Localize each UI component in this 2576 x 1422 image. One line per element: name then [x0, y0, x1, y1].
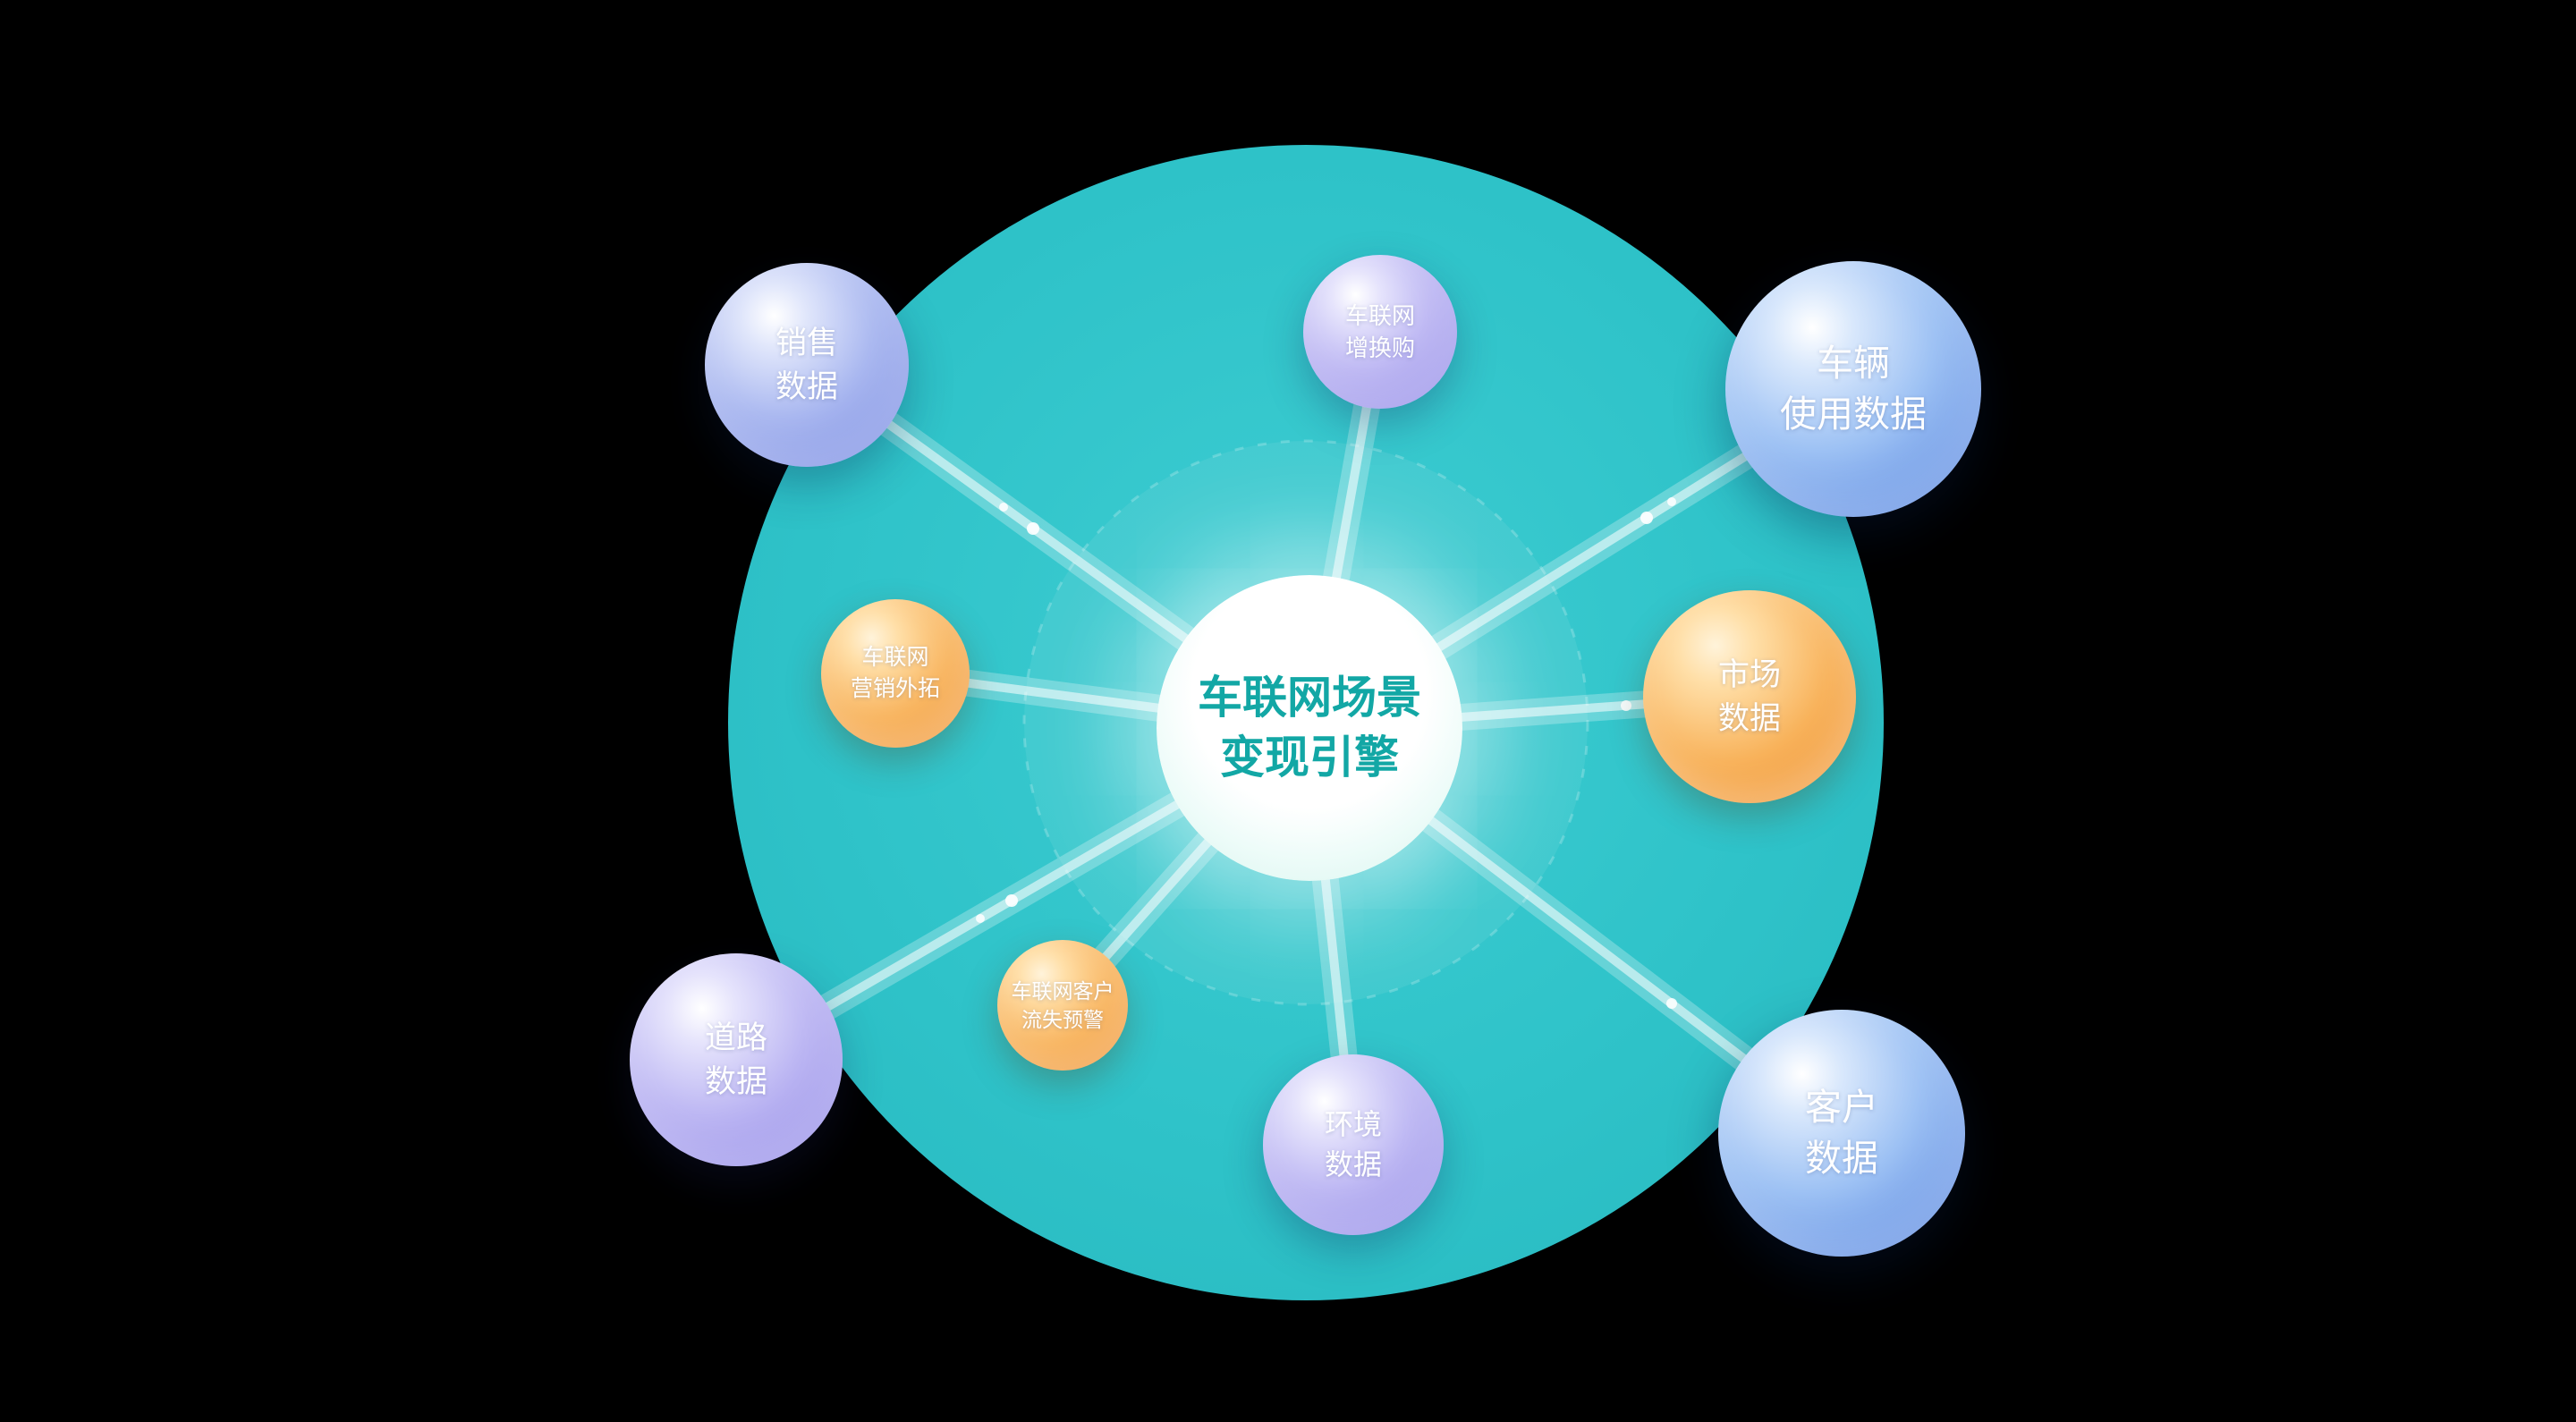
node-sales-data: 销售 数据 — [705, 263, 909, 467]
node-label-line: 增换购 — [1344, 334, 1415, 361]
node-label-line: 客户 — [1805, 1086, 1878, 1128]
node-label-line: 数据 — [1324, 1148, 1382, 1181]
node-label-line: 使用数据 — [1780, 394, 1927, 435]
node-label-line: 销售 — [775, 326, 838, 360]
node-road-data: 道路 数据 — [630, 953, 843, 1166]
sparkle-dot — [976, 914, 985, 923]
sparkle-dot — [999, 503, 1008, 512]
sparkle-dot — [1027, 522, 1039, 535]
sparkle-dot — [1621, 700, 1631, 711]
node-label-line: 数据 — [704, 1064, 767, 1099]
sparkle-dot — [1666, 998, 1677, 1009]
center-hub: 车联网场景 变现引擎 — [1157, 575, 1462, 881]
center-title-line: 车联网场景 — [1198, 672, 1421, 723]
node-label-line: 车辆 — [1817, 342, 1890, 384]
node-market-data: 市场 数据 — [1643, 590, 1856, 803]
node-label-line: 营销外拓 — [850, 676, 940, 701]
node-label-line: 数据 — [775, 369, 838, 404]
node-label-line: 数据 — [1717, 701, 1781, 736]
node-customer-data: 客户 数据 — [1718, 1010, 1965, 1257]
sparkle-dot — [1667, 497, 1676, 506]
center-title-line: 变现引擎 — [1220, 732, 1399, 783]
node-label-line: 流失预警 — [1021, 1008, 1104, 1031]
node-label-line: 环境 — [1324, 1108, 1382, 1141]
node-environment-data: 环境 数据 — [1263, 1054, 1444, 1235]
sparkle-dot — [1005, 894, 1018, 907]
node-label-line: 道路 — [704, 1020, 767, 1055]
node-iov-marketing: 车联网 营销外拓 — [821, 599, 970, 748]
node-vehicle-usage-data: 车辆 使用数据 — [1725, 261, 1981, 517]
node-label-line: 车联网 — [861, 645, 929, 670]
sparkle-dot — [1640, 512, 1653, 524]
node-label-line: 数据 — [1805, 1138, 1878, 1179]
node-label-line: 车联网 — [1344, 301, 1415, 329]
node-label-line: 车联网客户 — [1011, 978, 1114, 1003]
node-label-line: 市场 — [1717, 657, 1781, 692]
node-iov-churn-warning: 车联网客户 流失预警 — [997, 940, 1128, 1071]
node-iov-upgrade: 车联网 增换购 — [1303, 255, 1457, 409]
